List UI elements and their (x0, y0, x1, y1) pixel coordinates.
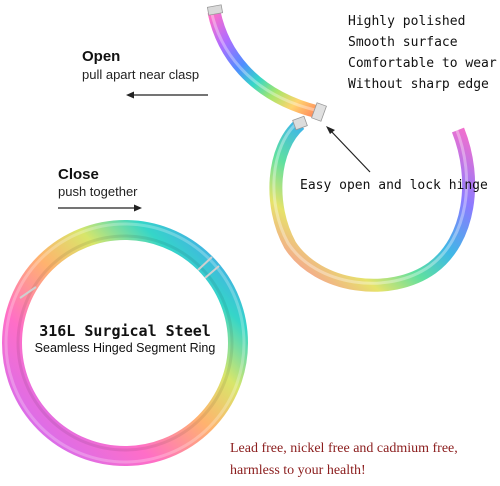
close-instruction: push together (58, 184, 138, 199)
open-ring-body (269, 115, 476, 292)
open-instruction: pull apart near clasp (82, 67, 200, 82)
health-note-line: harmless to your health! (230, 463, 366, 478)
health-note-line: Lead free, nickel free and cadmium free, (230, 441, 458, 456)
feature-item: Highly polished (348, 14, 466, 29)
hinge-label: Easy open and lock hinge (300, 178, 488, 193)
ring-description: Seamless Hinged Segment Ring (34, 341, 216, 355)
open-arrow-icon (126, 91, 208, 99)
health-note: Lead free, nickel free and cadmium free,… (230, 438, 458, 482)
open-heading: Open (82, 48, 121, 65)
features-list: Highly polished Smooth surface Comfortab… (348, 11, 497, 95)
hinge-pointer-arrow-icon (326, 126, 371, 173)
feature-item: Comfortable to wear (348, 56, 497, 71)
close-heading: Close (58, 166, 99, 183)
feature-item: Without sharp edge (348, 77, 489, 92)
close-arrow-icon (58, 204, 142, 212)
feature-item: Smooth surface (348, 35, 458, 50)
ring-material: 316L Surgical Steel (39, 322, 211, 340)
open-ring-segment (206, 4, 327, 122)
closed-ring (2, 220, 248, 466)
